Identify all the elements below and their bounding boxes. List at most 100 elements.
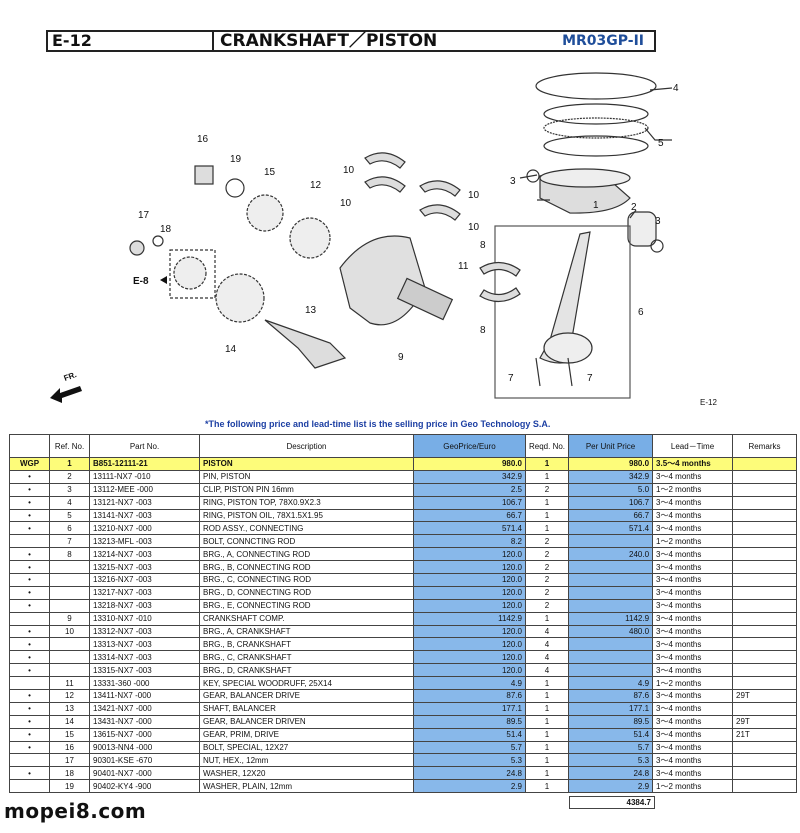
row-lead-time: 3～4 months <box>652 573 734 587</box>
row-type: • <box>9 766 50 781</box>
row-ref: 12 <box>49 689 90 703</box>
row-remarks <box>732 676 798 691</box>
row-type: • <box>9 598 50 613</box>
row-description: WASHER, PLAIN, 12mm <box>199 779 414 794</box>
row-part-no: 13217-NX7 -003 <box>89 585 200 600</box>
callout-7a: 7 <box>508 373 514 384</box>
row-reqd: 2 <box>524 585 570 600</box>
section-code: E-12 <box>48 32 214 50</box>
row-description: BOLT, CONNCTING ROD <box>199 534 414 549</box>
row-ref: 11 <box>49 676 90 691</box>
col-header-type <box>9 434 50 458</box>
row-description: BRG., A, CRANKSHAFT <box>199 624 414 639</box>
row-remarks <box>732 740 798 755</box>
row-type: • <box>9 624 50 639</box>
row-unit-price: 51.4 <box>568 727 654 742</box>
model-name: MR03GP-II <box>562 33 644 49</box>
callout-8b: 8 <box>480 325 486 336</box>
row-unit-price: 480.0 <box>568 624 654 639</box>
row-reqd: 1 <box>524 714 570 729</box>
row-lead-time: 1～2 months <box>652 779 734 794</box>
row-remarks <box>732 573 798 587</box>
row-part-no: 13615-NX7 -000 <box>89 727 200 742</box>
row-description: KEY, SPECIAL WOODRUFF, 25X14 <box>199 676 414 691</box>
row-ref <box>49 573 90 587</box>
row-geoprice: 2.9 <box>413 779 526 794</box>
callout-7b: 7 <box>587 373 593 384</box>
row-remarks <box>732 585 798 600</box>
row-geoprice: 66.7 <box>413 508 526 523</box>
page-header: E-12 CRANKSHAFT／PISTON MR03GP-II <box>46 30 656 52</box>
row-ref: 15 <box>49 727 90 742</box>
row-lead-time: 3～4 months <box>652 714 734 729</box>
row-unit-price: 4.9 <box>568 676 654 691</box>
row-type: • <box>9 585 50 600</box>
row-type: • <box>9 560 50 575</box>
site-watermark: mopei8.com <box>4 799 147 823</box>
row-remarks <box>732 624 798 639</box>
row-part-no: 13331-360 -000 <box>89 676 200 691</box>
row-description: SHAFT, BALANCER <box>199 701 414 716</box>
row-part-no: 13111-NX7 -010 <box>89 469 200 484</box>
row-geoprice: 120.0 <box>413 547 526 562</box>
row-lead-time: 3～4 months <box>652 766 734 781</box>
row-ref <box>49 598 90 613</box>
row-remarks: 29T <box>732 714 798 729</box>
row-ref: 1 <box>49 457 90 471</box>
row-description: BRG., A, CONNECTING ROD <box>199 547 414 562</box>
row-remarks <box>732 637 798 652</box>
row-description: BRG., D, CONNECTING ROD <box>199 585 414 600</box>
row-reqd: 4 <box>524 624 570 639</box>
row-type <box>9 611 50 626</box>
ref-label-e8: E-8 <box>133 276 149 287</box>
row-ref: 8 <box>49 547 90 562</box>
row-description: RING, PISTON OIL, 78X1.5X1.95 <box>199 508 414 523</box>
col-header-ref: Ref. No. <box>49 434 90 458</box>
row-unit-price: 87.6 <box>568 689 654 703</box>
row-lead-time: 3～4 months <box>652 560 734 575</box>
row-description: PISTON <box>199 457 414 471</box>
row-part-no: 13141-NX7 -003 <box>89 508 200 523</box>
row-remarks <box>732 495 798 510</box>
callout-11: 11 <box>458 261 469 272</box>
row-reqd: 1 <box>524 779 570 794</box>
row-part-no: 13411-NX7 -000 <box>89 689 200 703</box>
row-description: BRG., B, CRANKSHAFT <box>199 637 414 652</box>
row-ref: 2 <box>49 469 90 484</box>
row-remarks <box>732 469 798 484</box>
row-lead-time: 3～4 months <box>652 727 734 742</box>
row-geoprice: 120.0 <box>413 650 526 665</box>
row-lead-time: 3～4 months <box>652 701 734 716</box>
row-geoprice: 120.0 <box>413 624 526 639</box>
row-remarks <box>732 482 798 497</box>
row-geoprice: 106.7 <box>413 495 526 510</box>
row-type <box>9 534 50 549</box>
row-description: BRG., E, CONNECTING ROD <box>199 598 414 613</box>
row-unit-price: 1142.9 <box>568 611 654 626</box>
row-remarks <box>732 547 798 562</box>
total-price: 4384.7 <box>569 796 655 809</box>
row-unit-price <box>568 598 654 613</box>
row-remarks: 29T <box>732 689 798 703</box>
row-unit-price: 106.7 <box>568 495 654 510</box>
row-geoprice: 120.0 <box>413 585 526 600</box>
row-remarks <box>732 508 798 523</box>
row-lead-time: 3～4 months <box>652 598 734 613</box>
row-lead-time: 3～4 months <box>652 740 734 755</box>
row-unit-price: 89.5 <box>568 714 654 729</box>
row-lead-time: 1～2 months <box>652 482 734 497</box>
row-unit-price <box>568 560 654 575</box>
row-remarks <box>732 598 798 613</box>
row-part-no: 13310-NX7 -010 <box>89 611 200 626</box>
row-reqd: 1 <box>524 689 570 703</box>
row-unit-price <box>568 534 654 549</box>
row-description: GEAR, BALANCER DRIVE <box>199 689 414 703</box>
